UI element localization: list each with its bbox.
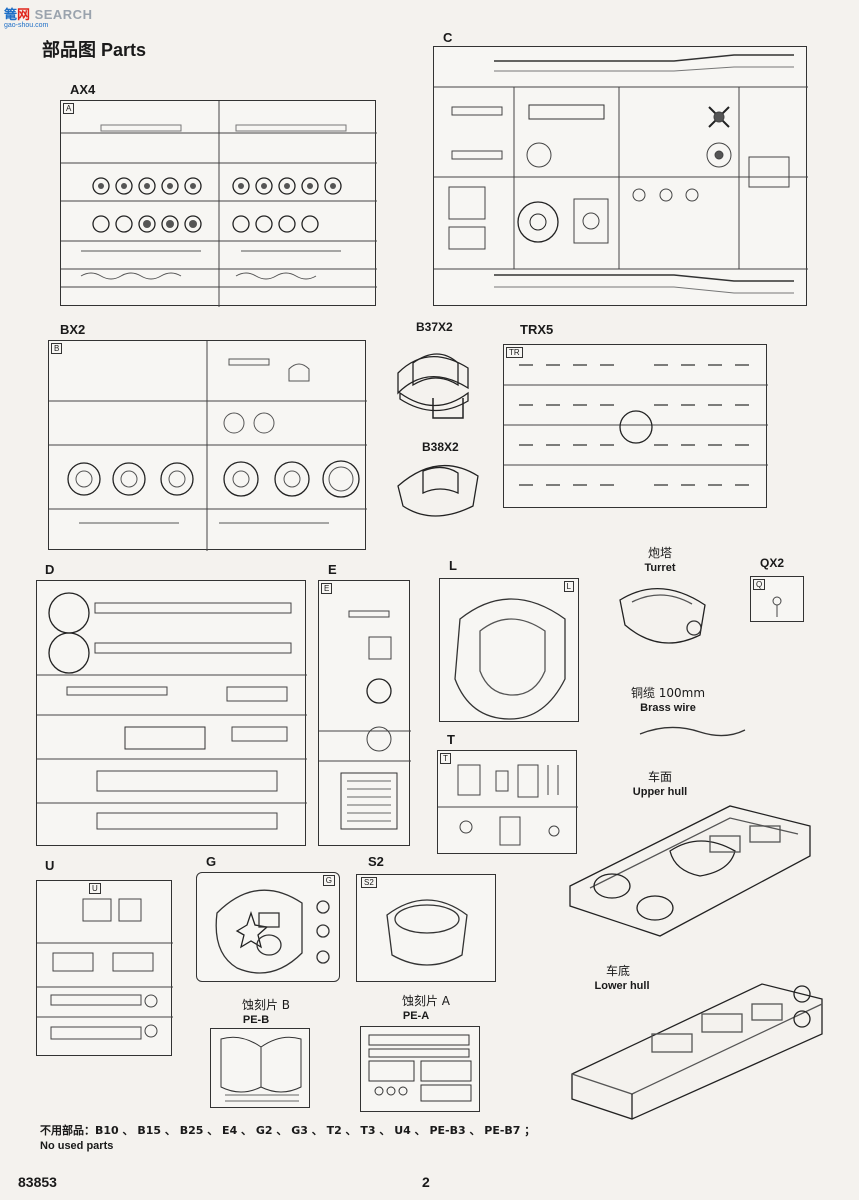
sprue-bx2: B <box>48 340 367 551</box>
unused-parts-list: 不用部品：B10 、 B15 、 B25 、 E4 、 G2 、 G3 、 T2… <box>40 1124 536 1137</box>
pe-b-label-en: PE-B <box>242 1014 270 1026</box>
lower-hull-label-cn: 车底 <box>605 964 630 978</box>
sprue-c <box>433 46 808 306</box>
unused-parts-label-en: No used parts <box>40 1140 114 1152</box>
pe-sheet-b-drawing <box>220 1036 302 1102</box>
sprue-t: T <box>437 750 578 854</box>
sprue-bx2-drawing <box>49 341 367 551</box>
sprue-tab-tr: TR <box>506 347 523 358</box>
sprue-label-ax4: AX4 <box>70 82 96 97</box>
sprue-trx5-drawing <box>504 364 768 486</box>
sprue-l-drawing <box>454 598 566 720</box>
turret-drawing <box>619 588 706 644</box>
sprue-c-drawing <box>434 54 808 294</box>
turret-label-cn: 炮塔 <box>647 546 672 560</box>
sprue-label-c: C <box>443 30 453 45</box>
sprue-e-drawing <box>319 610 411 830</box>
part-label-b37x2: B37X2 <box>416 320 453 334</box>
sprue-label-l: L <box>449 558 457 573</box>
sprue-label-t: T <box>447 732 455 747</box>
sprue-tab-a: A <box>63 103 75 114</box>
sprue-tab-l: L <box>563 581 574 592</box>
page-number: 2 <box>422 1174 430 1190</box>
sprue-label-d: D <box>45 562 55 577</box>
sprue-g: G <box>196 872 340 982</box>
lower-hull-label-en: Lower hull <box>594 980 650 992</box>
page-title: 部品图 Parts <box>42 40 147 60</box>
brass-wire-label-cn: 铜缆 100mm <box>630 686 706 700</box>
sprue-label-g: G <box>206 854 217 869</box>
upper-hull-label-cn: 车面 <box>647 770 672 784</box>
sprue-label-bx2: BX2 <box>60 322 86 337</box>
pe-sheet-a-drawing <box>368 1034 472 1102</box>
sprue-ax4-drawing <box>61 101 377 307</box>
sprue-s2-drawing <box>386 899 468 966</box>
kit-number: 83853 <box>18 1174 57 1190</box>
sprue-tab-u: U <box>89 883 101 894</box>
sprue-u: U <box>36 880 173 1056</box>
sprue-label-s2: S2 <box>368 854 384 869</box>
sprue-ax4: A <box>60 100 377 307</box>
sprue-label-qx2: QX2 <box>760 556 785 570</box>
sprue-label-u: U <box>45 858 55 873</box>
pe-a-label-cn: 蚀刻片 A <box>401 994 451 1008</box>
lower-hull-drawing <box>571 983 823 1120</box>
sprue-e: E <box>318 580 411 846</box>
sprue-g-drawing <box>215 889 330 974</box>
sprue-tab-e: E <box>321 583 333 594</box>
sprue-label-trx5: TRX5 <box>520 322 554 337</box>
sprue-qx2: Q <box>750 576 804 622</box>
watermark-logo: 篭网 SEARCH <box>4 7 93 23</box>
sprue-tab-q: Q <box>753 579 766 590</box>
sprue-tab-s2: S2 <box>361 877 377 888</box>
sprue-s2: S2 <box>356 874 496 982</box>
sprue-tab-b: B <box>51 343 63 354</box>
brass-wire-drawing <box>639 726 746 737</box>
sprue-trx5: TR <box>503 344 768 508</box>
sprue-tab-g: G <box>322 875 335 886</box>
upper-hull-drawing <box>569 805 811 937</box>
part-label-b38x2: B38X2 <box>422 440 459 454</box>
upper-hull-label-en: Upper hull <box>632 786 688 798</box>
sprue-t-drawing <box>438 764 578 846</box>
part-b37-drawing <box>397 353 469 419</box>
sprue-label-e: E <box>328 562 337 577</box>
brass-wire-label-en: Brass wire <box>640 702 696 714</box>
sprue-qx2-drawing <box>772 596 782 617</box>
pe-sheet-a <box>360 1026 480 1112</box>
sprue-tab-t: T <box>440 753 451 764</box>
pe-b-label-cn: 蚀刻片 B <box>241 998 291 1012</box>
watermark-url: gao-shou.com <box>4 22 49 29</box>
turret-label-en: Turret <box>644 562 676 574</box>
part-b38-drawing <box>397 464 479 517</box>
pe-a-label-en: PE-A <box>402 1010 430 1022</box>
sprue-d <box>36 580 307 846</box>
sprue-u-drawing <box>37 898 173 1040</box>
pe-sheet-b <box>210 1028 310 1108</box>
sprue-l: L <box>439 578 579 722</box>
sprue-d-drawing <box>37 592 307 830</box>
